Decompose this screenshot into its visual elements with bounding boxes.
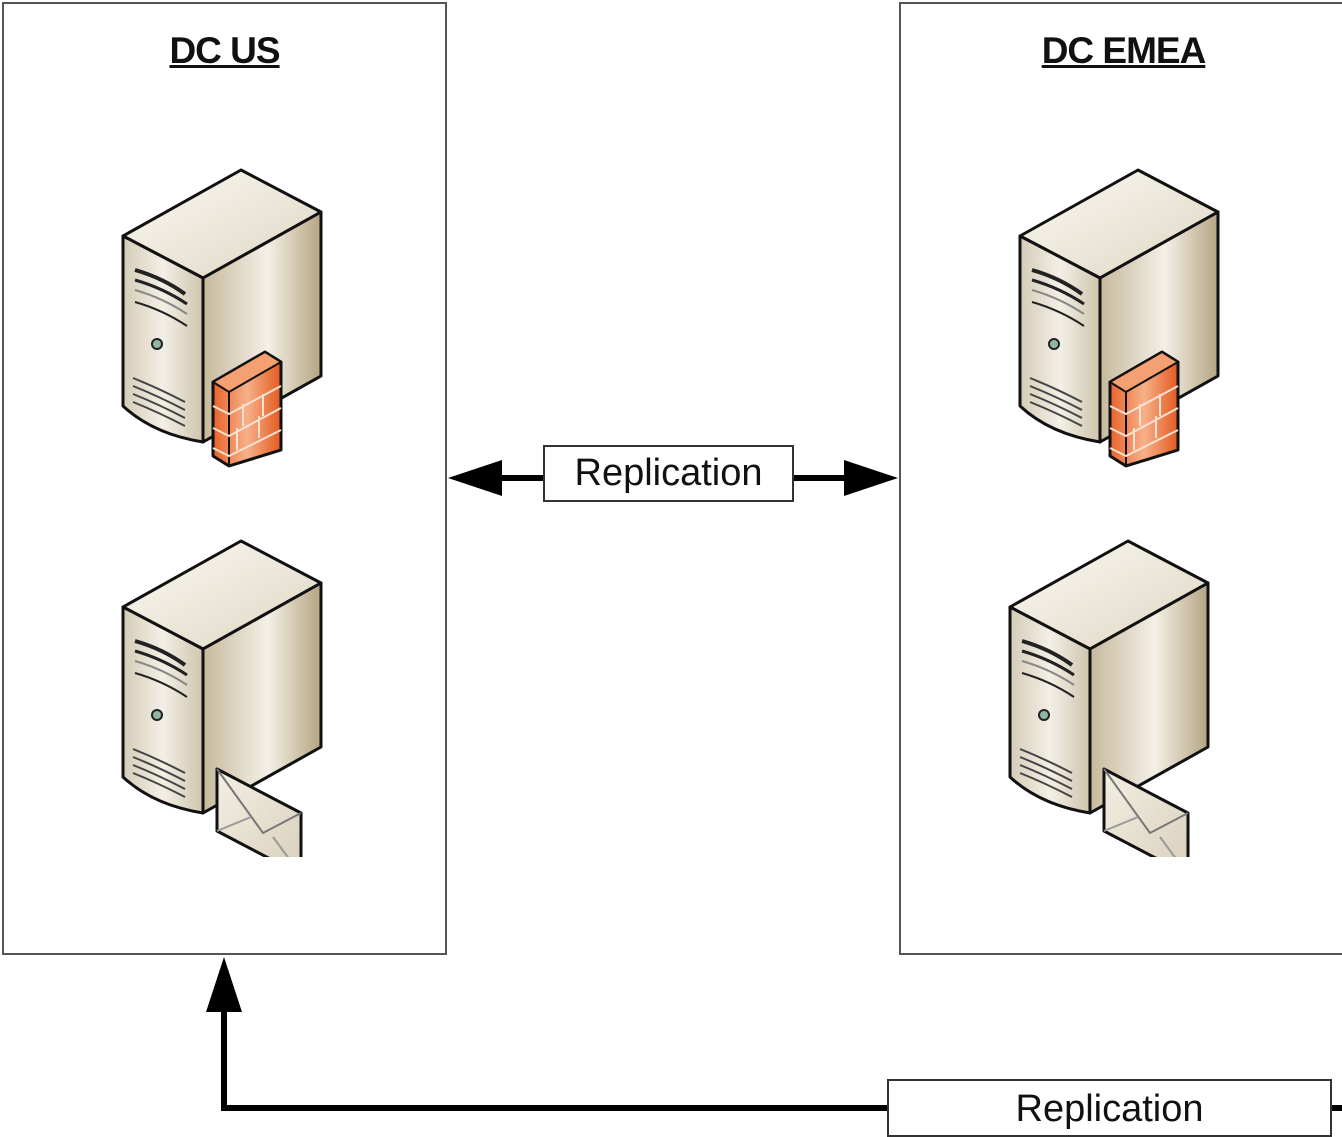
replication-line-return xyxy=(221,1000,887,1111)
arrowhead-left-icon xyxy=(448,460,502,496)
datacenter-title: DC EMEA xyxy=(1041,30,1207,71)
replication-label: Replication xyxy=(543,445,794,502)
replication-label: Replication xyxy=(887,1079,1332,1137)
arrowhead-right-icon xyxy=(844,460,898,496)
arrowhead-up-icon xyxy=(206,957,242,1012)
datacenter-title: DC US xyxy=(169,30,280,71)
